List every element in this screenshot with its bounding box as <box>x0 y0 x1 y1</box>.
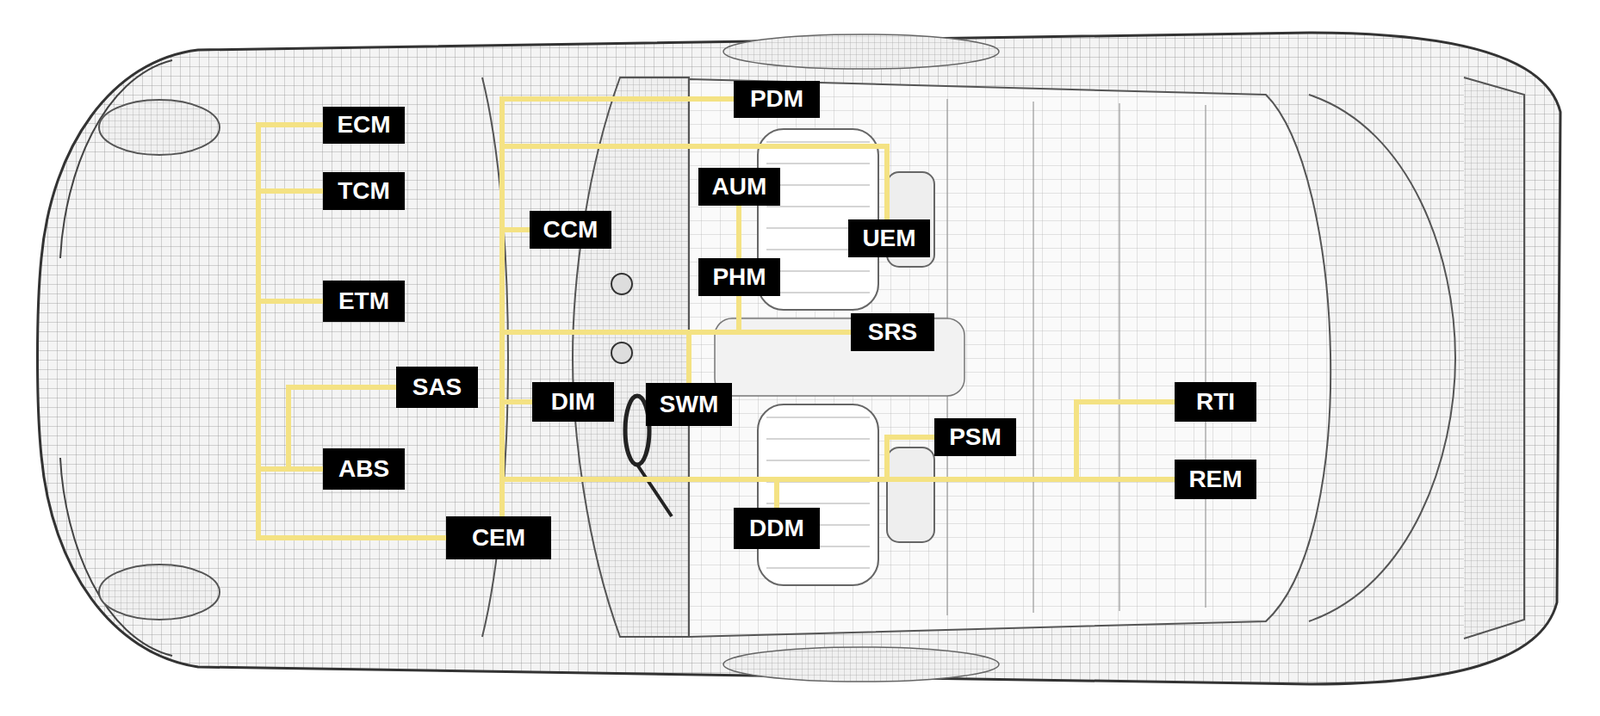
module-box: TCM <box>322 172 405 211</box>
module-label: DDM <box>749 515 805 543</box>
module-label: REM <box>1188 466 1242 494</box>
module-box: DDM <box>733 508 820 550</box>
module-box: AUM <box>698 167 781 206</box>
module-label: TCM <box>337 178 391 205</box>
bus-wire <box>258 191 447 539</box>
module-box: PDM <box>733 80 820 118</box>
module-label: AUM <box>712 173 768 201</box>
module-label: PHM <box>712 264 766 292</box>
module-box: SRS <box>850 313 935 352</box>
car-body <box>37 32 1562 685</box>
bus-wire <box>502 296 739 517</box>
module-label: SAS <box>412 374 463 402</box>
module-label: ETM <box>338 288 390 316</box>
module-label: DIM <box>551 389 596 416</box>
bus-wire <box>502 402 533 517</box>
module-box: ABS <box>322 448 405 490</box>
module-box: ETM <box>322 280 405 323</box>
bus-wire <box>502 479 1175 517</box>
bus-wire <box>502 99 734 517</box>
module-label: SRS <box>868 319 918 347</box>
module-label: PSM <box>948 424 1002 452</box>
module-box: CEM <box>446 516 552 560</box>
module-label: CEM <box>471 525 526 552</box>
bus-wire <box>502 229 530 517</box>
module-box: REM <box>1174 459 1257 500</box>
module-box: PHM <box>698 258 781 297</box>
bus-wire <box>736 205 742 259</box>
module-label: PDM <box>750 86 804 113</box>
module-box: SWM <box>645 383 732 427</box>
bus-wire <box>502 332 851 517</box>
module-label: RTI <box>1196 389 1235 416</box>
bus-wire <box>502 146 887 517</box>
module-box: PSM <box>934 418 1017 457</box>
bus-wire <box>258 124 447 539</box>
module-label: UEM <box>862 225 916 253</box>
module-label: ECM <box>336 111 391 139</box>
module-box: ECM <box>322 106 405 144</box>
module-box: CCM <box>529 210 612 249</box>
module-label: ABS <box>338 456 390 484</box>
module-label: CCM <box>543 217 599 244</box>
module-label: SWM <box>659 391 719 419</box>
module-box: SAS <box>396 366 478 409</box>
module-box: RTI <box>1174 382 1257 422</box>
bus-wire <box>258 301 447 539</box>
module-box: DIM <box>532 382 614 422</box>
module-box: UEM <box>848 219 931 258</box>
